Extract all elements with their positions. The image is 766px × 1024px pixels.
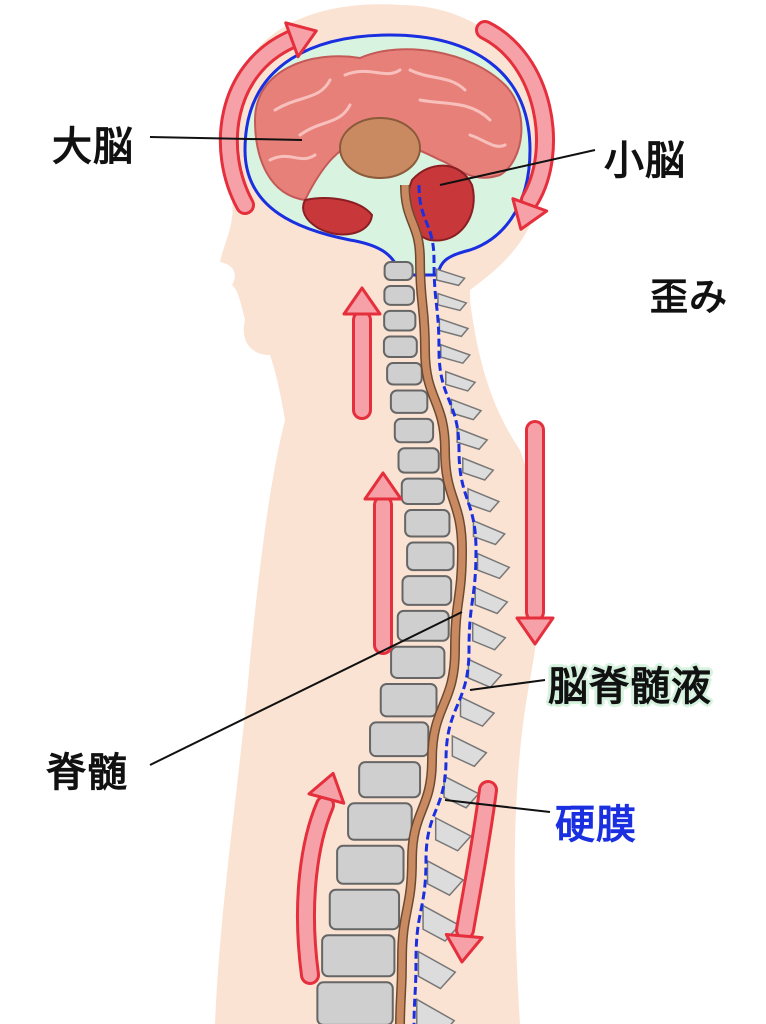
spinous-process [417,950,457,990]
spinous-process [416,998,456,1024]
vertebra [396,609,450,642]
spinous-process [459,695,496,728]
spinous-process [450,398,483,421]
label-cerebellum: 小脳 [604,138,686,184]
vertebra [406,541,455,572]
leader-dura [444,799,551,813]
spinous-process [474,586,509,615]
vertebra [369,721,430,758]
label-dura-mater: 硬膜 [555,802,637,848]
label-cerebrum: 大脳 [52,124,134,170]
vertebra [336,844,405,885]
vertebra [393,417,435,444]
dura-mater [412,184,478,1024]
flow-arrow [444,780,498,964]
vertebra [389,389,429,414]
vertebra [383,309,417,332]
vertebra [400,477,446,506]
spinous-process [445,370,477,392]
spinous-process [435,268,466,287]
vertebra [386,362,423,386]
spinous-process [440,343,472,365]
vertebra [347,802,413,841]
vertebra [404,509,451,538]
label-csf: 脳脊髄液 [548,664,712,710]
temporal-lobe [302,197,374,236]
label-spinal-cord: 脊髄 [46,750,128,796]
vertebra [328,888,401,931]
vertebra [401,575,453,606]
vertebra [321,934,396,978]
flow-arrow [515,420,555,646]
flow-arrow [342,286,382,420]
vertebra [397,447,440,474]
flow-arrow [363,471,403,655]
csf-flow-arrows [218,20,555,985]
leader-csf [469,679,546,691]
vertebra [382,335,418,359]
spinous-process [426,859,465,897]
spinous-process [476,552,511,580]
spinous-process [462,456,495,481]
spinous-process [434,816,473,852]
leader-cerebrum [149,136,303,141]
spinous-process [472,519,506,546]
spinous-process [422,904,461,943]
spinous-process [471,621,507,651]
leader-cerebellum [439,149,596,186]
vertebra [390,645,446,679]
flow-arrow [475,20,555,231]
vertebrae [316,261,511,1024]
spinous-process [437,292,468,312]
label-distortion: 歪み [650,275,729,319]
spinous-process [451,734,488,768]
spinous-process [467,487,501,513]
vertebra [316,981,394,1024]
vertebra [383,261,414,281]
vertebra [379,682,438,718]
spinal-cord [396,184,466,1024]
vertebra [383,285,415,306]
flow-arrow [218,21,318,215]
thalamus [339,117,421,179]
leader-spinal-cord [149,611,463,766]
flow-arrow [295,771,346,985]
vertebra [358,761,422,799]
brain-folds [268,68,507,162]
